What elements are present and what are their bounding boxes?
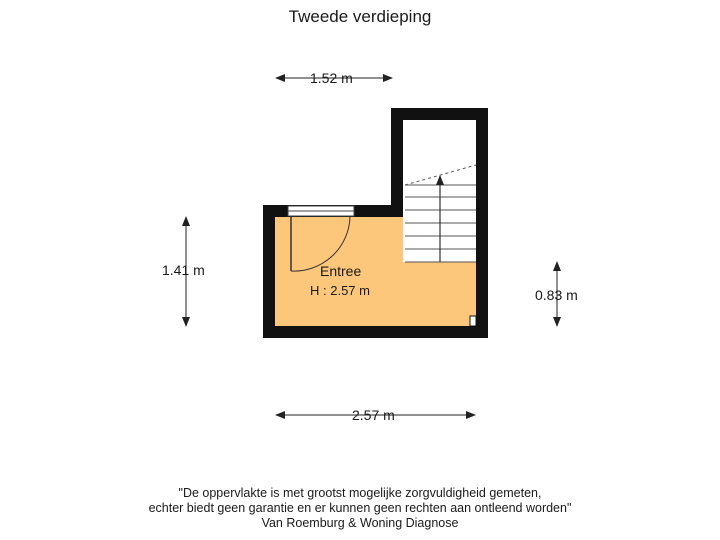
room-height-label: H : 2.57 m bbox=[310, 283, 370, 298]
floor-title: Tweede verdieping bbox=[288, 7, 432, 26]
dimension-label-top: 1.52 m bbox=[310, 70, 353, 86]
wall-notch bbox=[469, 315, 477, 327]
dimension-label-right: 0.83 m bbox=[535, 287, 578, 303]
dimension-label-bottom: 2.57 m bbox=[352, 407, 395, 423]
disclaimer: "De oppervlakte is met grootst mogelijke… bbox=[0, 486, 720, 531]
dimension-label-left: 1.41 m bbox=[162, 262, 205, 278]
disclaimer-line-1: "De oppervlakte is met grootst mogelijke… bbox=[178, 486, 542, 500]
entree-floor-extension bbox=[355, 217, 405, 227]
disclaimer-line-3: Van Roemburg & Woning Diagnose bbox=[261, 516, 459, 530]
disclaimer-line-2: echter biedt geen garantie en er kunnen … bbox=[148, 501, 572, 515]
door-swing-arc bbox=[290, 216, 351, 272]
room-name-label: Entree bbox=[320, 263, 362, 279]
